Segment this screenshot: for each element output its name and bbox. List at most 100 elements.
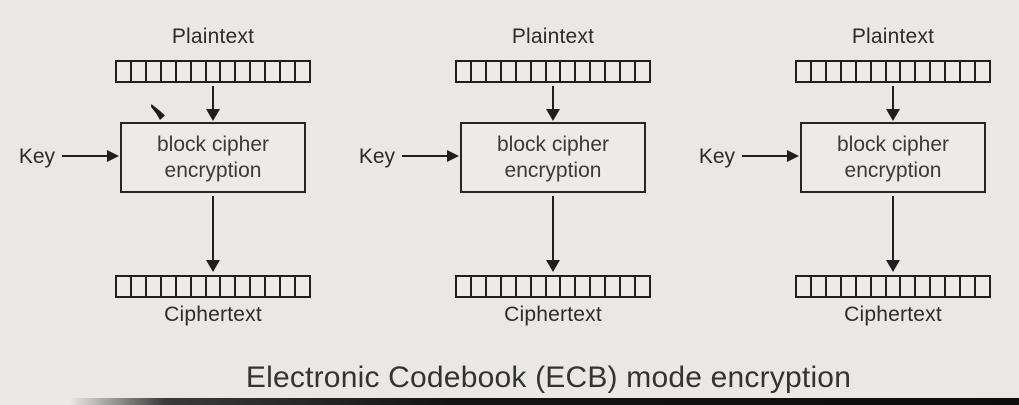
arrow-shaft <box>402 154 447 158</box>
block-cell <box>266 62 282 81</box>
arrow-head <box>206 109 220 121</box>
diagram-caption: Electronic Codebook (ECB) mode encryptio… <box>245 361 852 394</box>
block-cell <box>887 62 902 81</box>
block-cell <box>872 277 887 296</box>
block-cell <box>636 277 649 296</box>
plaintext-block <box>115 60 311 83</box>
block-cell <box>976 277 989 296</box>
plaintext-block <box>795 60 991 83</box>
block-cell <box>117 277 132 296</box>
arrow-down-icon <box>886 86 900 121</box>
block-cell <box>132 62 147 81</box>
arrow-down-icon <box>546 196 560 272</box>
arrow-shaft <box>891 86 895 109</box>
block-cell <box>872 62 887 81</box>
block-cell <box>797 62 812 81</box>
arrow-right-icon <box>62 150 119 162</box>
block-cell <box>916 62 932 81</box>
arrow-shaft <box>742 154 787 158</box>
ciphertext-label: Ciphertext <box>164 303 262 326</box>
block-cell <box>192 277 207 296</box>
block-cell <box>931 62 947 81</box>
block-cell <box>961 277 977 296</box>
block-cell <box>517 62 532 81</box>
block-cell <box>591 62 607 81</box>
encryption-box-label-line2: encryption <box>164 158 262 182</box>
block-cell <box>266 277 282 296</box>
block-cell <box>621 62 637 81</box>
block-cell <box>207 62 222 81</box>
ciphertext-block <box>455 275 651 298</box>
block-cell <box>901 62 917 81</box>
block-cell <box>207 277 222 296</box>
block-cell <box>296 277 309 296</box>
block-cell <box>857 62 872 81</box>
block-cell <box>532 277 547 296</box>
block-cell <box>281 62 297 81</box>
plaintext-label: Plaintext <box>511 25 595 48</box>
encryption-box-label-line1: block cipher <box>156 132 270 156</box>
plaintext-block <box>455 60 651 83</box>
arrow-head <box>447 150 459 162</box>
block-cell <box>487 62 502 81</box>
block-cell <box>236 277 252 296</box>
block-cell <box>561 277 577 296</box>
ecb-unit-1: Plaintext block cipher encryption Key Ci… <box>19 0 383 405</box>
block-cell <box>812 62 827 81</box>
arrow-shaft <box>551 196 555 260</box>
key-label: Key <box>358 145 395 168</box>
arrow-down-icon <box>206 196 220 272</box>
ecb-unit-3: Plaintext block cipher encryption Key Ci… <box>699 0 1019 405</box>
encryption-box-label-line2: encryption <box>844 158 942 182</box>
key-label: Key <box>698 145 735 168</box>
arrow-head <box>787 150 799 162</box>
block-cell <box>827 277 842 296</box>
arrow-head <box>546 109 560 121</box>
block-cell <box>976 62 989 81</box>
block-cell <box>606 62 622 81</box>
arrow-head <box>886 260 900 272</box>
block-cell <box>576 62 592 81</box>
block-cell <box>281 277 297 296</box>
block-cell <box>502 277 517 296</box>
arrow-head <box>107 150 119 162</box>
ciphertext-block <box>115 275 311 298</box>
block-cell <box>547 277 562 296</box>
block-cell <box>251 277 267 296</box>
arrow-down-icon <box>886 196 900 272</box>
block-cell <box>827 62 842 81</box>
bottom-edge-strip <box>70 398 1019 405</box>
block-cell <box>472 277 487 296</box>
arrow-shaft <box>211 196 215 260</box>
arrow-head <box>886 109 900 121</box>
block-cell <box>946 277 962 296</box>
block-cell <box>177 62 192 81</box>
block-cell <box>812 277 827 296</box>
block-cell <box>147 277 162 296</box>
block-cell <box>162 277 177 296</box>
arrow-shaft <box>211 86 215 109</box>
block-cell <box>842 62 857 81</box>
block-cell <box>547 62 562 81</box>
block-cell <box>842 277 857 296</box>
encryption-box: block cipher encryption <box>120 122 306 193</box>
ciphertext-block <box>795 275 991 298</box>
block-cell <box>576 277 592 296</box>
block-cell <box>117 62 132 81</box>
block-cell <box>221 62 237 81</box>
arrow-right-icon <box>402 150 459 162</box>
block-cell <box>797 277 812 296</box>
encryption-box: block cipher encryption <box>460 122 646 193</box>
block-cell <box>162 62 177 81</box>
arrow-down-icon <box>546 86 560 121</box>
arrow-head <box>546 260 560 272</box>
block-cell <box>472 62 487 81</box>
arrow-right-icon <box>742 150 799 162</box>
block-cell <box>177 277 192 296</box>
block-cell <box>606 277 622 296</box>
block-cell <box>221 277 237 296</box>
block-cell <box>457 62 472 81</box>
encryption-box-label-line1: block cipher <box>496 132 610 156</box>
arrow-shaft <box>551 86 555 109</box>
